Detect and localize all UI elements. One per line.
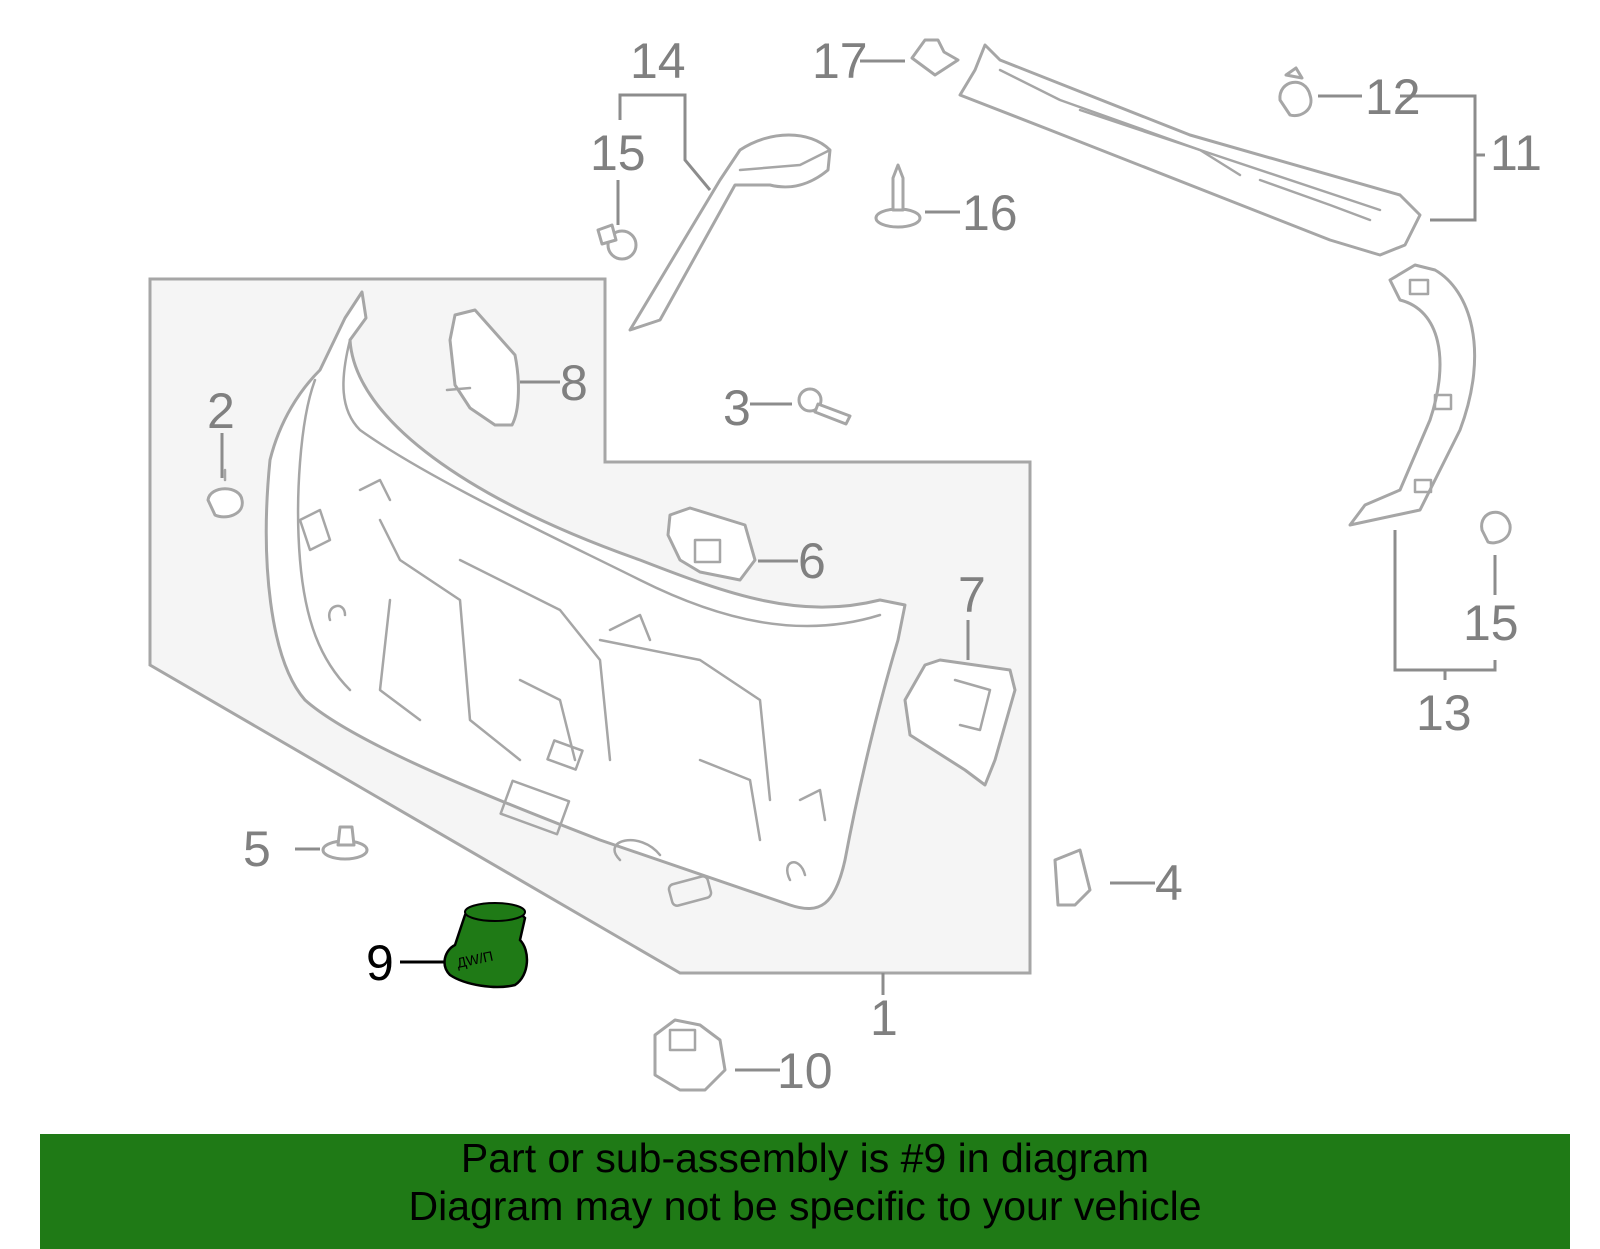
part-3-screw-icon (797, 387, 852, 426)
callout-11: 11 (1490, 125, 1542, 181)
part-9-highlighted: ДW/П (443, 902, 529, 989)
callout-4: 4 (1155, 855, 1183, 911)
callout-5: 5 (243, 821, 271, 877)
callout-8: 8 (560, 355, 588, 411)
part-6-clip (666, 506, 757, 582)
part-9-marking: ДW/П (455, 948, 494, 971)
part-11-garnish (958, 43, 1422, 257)
part-4-clip (1053, 848, 1092, 907)
callout-15-lower: 15 (1463, 595, 1519, 651)
callout-17: 17 (812, 33, 868, 89)
part-12-clip-icon (1278, 66, 1313, 118)
callout-9: 9 (366, 935, 394, 991)
part-5-clip-icon (321, 825, 369, 861)
part-7-bracket (903, 658, 1017, 787)
callout-12: 12 (1365, 69, 1421, 125)
part-10-clip (653, 1018, 727, 1092)
callout-2: 2 (207, 383, 235, 439)
callout-1: 1 (870, 990, 898, 1046)
tailgate-trim-panel (264, 290, 907, 910)
callout-16: 16 (962, 185, 1018, 241)
banner-line-1: Part or sub-assembly is #9 in diagram (460, 1135, 1150, 1181)
callout-15-upper: 15 (590, 125, 646, 181)
part-15-clip-icon-upper (596, 223, 638, 261)
callout-6: 6 (798, 533, 826, 589)
part-13-side-trim (1348, 263, 1477, 527)
callout-3: 3 (723, 380, 751, 436)
banner-line-2: Diagram may not be specific to your vehi… (408, 1183, 1202, 1229)
leader-14 (618, 93, 712, 191)
callout-13: 13 (1416, 685, 1472, 741)
part-2-clip-icon (206, 468, 244, 519)
callout-7: 7 (958, 567, 986, 623)
callout-14: 14 (630, 33, 686, 89)
callout-10: 10 (777, 1043, 833, 1099)
part-15-clip-icon-lower (1480, 510, 1512, 545)
part-8-bracket (448, 308, 520, 427)
leader-11 (1400, 94, 1477, 222)
part-17-nut-icon (910, 38, 960, 77)
info-banner: Part or sub-assembly is #9 in diagram Di… (40, 1134, 1570, 1249)
part-16-screw-icon (874, 163, 922, 229)
